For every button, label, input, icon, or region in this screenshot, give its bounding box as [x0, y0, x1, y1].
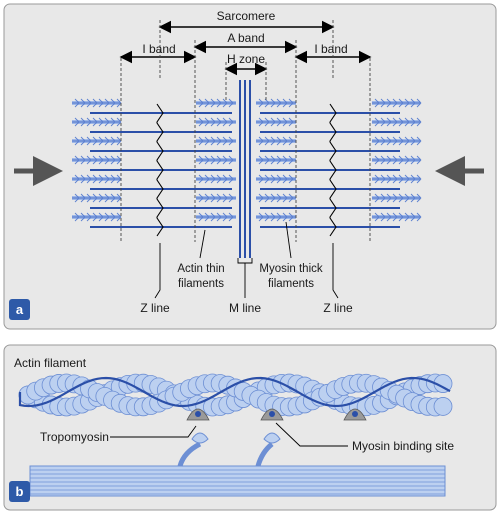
z-line-left-label: Z line [140, 301, 170, 315]
myosin-binding-site-label: Myosin binding site [352, 439, 454, 453]
leader-lines [154, 221, 339, 299]
myosin-neck-0 [177, 441, 202, 467]
panel-b-badge-text: b [16, 484, 24, 499]
actin-myosin-detail [18, 373, 453, 497]
dashed-guides [120, 20, 371, 242]
tropomyosin-strand [18, 376, 451, 408]
sarcomere-diagram [72, 80, 422, 258]
i-band-right-label: I band [314, 42, 347, 56]
panel-b-badge [9, 481, 30, 502]
panel-a-badge [9, 299, 30, 320]
i-band-left-label: I band [142, 42, 175, 56]
myosin-thick-filament [29, 465, 446, 497]
myosin-filaments-label: filaments [268, 278, 314, 290]
myosin-head-0 [191, 432, 209, 444]
z-line-left [156, 103, 164, 237]
dimension-lines [119, 20, 372, 76]
actin-filament-label: Actin filament [14, 356, 87, 370]
m-line-label: M line [229, 301, 261, 315]
z-line-right [329, 103, 337, 237]
panel-a-badge-text: a [16, 302, 24, 317]
myosin-head-1 [263, 432, 281, 444]
a-band-label: A band [227, 31, 264, 45]
actin-filaments-label: filaments [178, 278, 224, 290]
binding-site-1 [269, 411, 275, 417]
tropomyosin-leader [110, 425, 197, 438]
binding-site-2 [352, 411, 358, 417]
tropomyosin-label: Tropomyosin [40, 430, 109, 444]
actin-thin-label: Actin thin [177, 263, 224, 275]
h-zone-label: H zone [227, 52, 265, 66]
myosin-neck-1 [255, 442, 274, 467]
sarcomere-label: Sarcomere [217, 9, 276, 23]
binding-site-leader [275, 422, 348, 447]
z-line-right-label: Z line [323, 301, 353, 315]
binding-site-0 [195, 411, 201, 417]
myosin-thick-label: Myosin thick [259, 263, 323, 275]
